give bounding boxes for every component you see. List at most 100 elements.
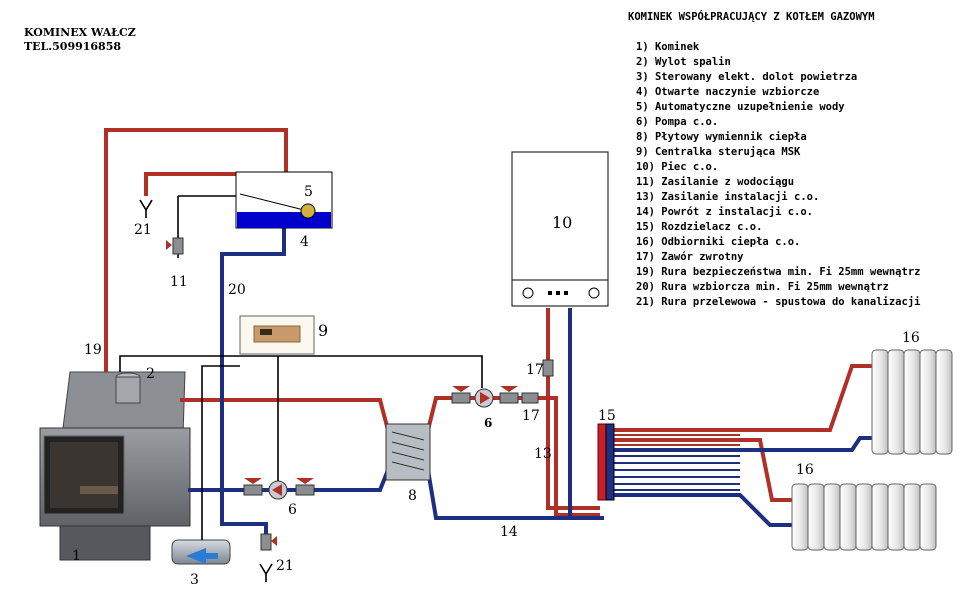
radiator-section bbox=[839, 483, 857, 551]
label-11: 11 bbox=[170, 274, 188, 290]
expansion-pipe-20 bbox=[220, 228, 286, 534]
label-2: 2 bbox=[146, 366, 155, 382]
float-arm bbox=[239, 193, 305, 211]
gas-boiler bbox=[511, 151, 609, 307]
fireplace-base bbox=[59, 525, 151, 561]
fireplace-supply-pipe bbox=[180, 398, 390, 431]
label-17-upper: 17 bbox=[526, 362, 544, 378]
boiler-panel bbox=[511, 279, 609, 307]
radiator-section bbox=[919, 349, 937, 455]
valve-body bbox=[172, 237, 184, 255]
controller-msk bbox=[239, 315, 315, 355]
radiator-upper bbox=[871, 349, 953, 455]
diagram-title: KOMINEK WSPÓŁPRACUJĄCY Z KOTŁEM GAZOWYM bbox=[628, 11, 875, 23]
fireplace bbox=[39, 371, 191, 561]
drain-valve bbox=[260, 533, 277, 551]
tank-water bbox=[237, 212, 331, 228]
radiator-supply-upper bbox=[612, 364, 872, 432]
check-valve-icon bbox=[521, 392, 539, 404]
valve-handle-icon bbox=[271, 536, 277, 546]
legend-item: 17) Zawór zwrotny bbox=[636, 251, 744, 263]
return-pipes bbox=[188, 228, 872, 534]
manifold-return bbox=[605, 423, 615, 501]
label-6-upper: 6 bbox=[484, 416, 492, 430]
legend-item: 21) Rura przelewowa - spustowa do kanali… bbox=[636, 296, 921, 308]
drain-icon bbox=[139, 199, 153, 212]
valve-handle-icon bbox=[296, 478, 314, 484]
label-1: 1 bbox=[72, 548, 81, 564]
legend-item: 19) Rura bezpieczeństwa min. Fi 25mm wew… bbox=[636, 266, 921, 278]
valve-body bbox=[260, 533, 272, 551]
installation-return-14 bbox=[426, 308, 572, 520]
radiator-section bbox=[887, 349, 905, 455]
label-5: 5 bbox=[304, 184, 313, 200]
label-15: 15 bbox=[598, 408, 616, 424]
pump-arrow-icon bbox=[480, 392, 490, 404]
legend-item: 5) Automatyczne uzupełnienie wody bbox=[636, 101, 845, 113]
company-phone: TEL.509916858 bbox=[24, 40, 122, 53]
label-16-lower: 16 bbox=[796, 462, 814, 478]
drain-symbols bbox=[139, 199, 273, 582]
pump-group-lower bbox=[243, 478, 315, 500]
label-21-lower: 21 bbox=[276, 558, 294, 574]
radiator-section bbox=[855, 483, 873, 551]
valve-handle-icon bbox=[500, 386, 518, 392]
pump-group-upper bbox=[451, 386, 539, 408]
manifold bbox=[597, 423, 615, 501]
label-6-lower: 6 bbox=[288, 502, 297, 518]
float-ball-icon bbox=[300, 203, 316, 219]
radiator-section bbox=[823, 483, 841, 551]
legend-item: 15) Rozdzielacz c.o. bbox=[636, 221, 763, 233]
control-wire-pump bbox=[119, 355, 483, 388]
control-wires bbox=[119, 195, 483, 540]
label-9: 9 bbox=[318, 321, 328, 340]
fireplace-return-pipe bbox=[188, 469, 390, 492]
airflow-arrow-icon bbox=[186, 548, 218, 564]
radiator-section bbox=[903, 483, 921, 551]
radiator-section bbox=[807, 483, 825, 551]
plate-line bbox=[391, 451, 425, 461]
label-4: 4 bbox=[300, 234, 309, 250]
legend-item: 3) Sterowany elekt. dolot powietrza bbox=[636, 71, 858, 83]
legend-item: 2) Wylot spalin bbox=[636, 56, 731, 68]
floor-loops-supply bbox=[612, 434, 740, 446]
pump-arrow-icon bbox=[272, 484, 282, 496]
boiler-button-icon bbox=[556, 291, 560, 295]
boiler-gauge-icon bbox=[522, 287, 534, 299]
label-14: 14 bbox=[500, 524, 518, 540]
radiator-section bbox=[791, 483, 809, 551]
company-info: KOMINEX WAŁCZ TEL.509916858 bbox=[24, 26, 136, 54]
valve-handle-icon bbox=[452, 386, 470, 392]
legend-item: 6) Pompa c.o. bbox=[636, 116, 719, 128]
air-intake-damper bbox=[171, 539, 231, 565]
radiator-section bbox=[887, 483, 905, 551]
legend-list: 1) Kominek 2) Wylot spalin 3) Sterowany … bbox=[636, 40, 920, 310]
legend-item: 14) Powrót z instalacji c.o. bbox=[636, 206, 814, 218]
plate-line bbox=[391, 431, 425, 441]
label-8: 8 bbox=[408, 488, 417, 504]
radiator-section bbox=[871, 349, 889, 455]
company-name: KOMINEX WAŁCZ bbox=[24, 26, 136, 39]
check-valve-icon bbox=[542, 359, 554, 377]
fireplace-grate bbox=[80, 486, 118, 494]
label-16-upper: 16 bbox=[902, 330, 920, 346]
boiler-power-icon bbox=[588, 287, 600, 299]
valve-handle-icon bbox=[166, 240, 172, 250]
radiator-section bbox=[871, 483, 889, 551]
label-21-upper: 21 bbox=[134, 222, 152, 238]
flue-collar bbox=[115, 376, 141, 404]
legend-item: 13) Zasilanie instalacji c.o. bbox=[636, 191, 820, 203]
component-numbers: 1 2 3 4 5 6 6 8 9 10 11 13 14 15 16 16 1… bbox=[72, 184, 920, 588]
legend-item: 8) Płytowy wymiennik ciepła bbox=[636, 131, 807, 143]
label-17-lower: 17 bbox=[522, 408, 540, 424]
boiler-body bbox=[511, 151, 609, 281]
label-3: 3 bbox=[190, 572, 199, 588]
label-13: 13 bbox=[534, 446, 552, 462]
label-10: 10 bbox=[552, 213, 572, 232]
radiator-return-upper bbox=[612, 436, 872, 452]
controller-screen bbox=[260, 329, 272, 335]
exchanger-secondary-supply bbox=[426, 396, 600, 517]
drain-icon bbox=[259, 563, 273, 576]
